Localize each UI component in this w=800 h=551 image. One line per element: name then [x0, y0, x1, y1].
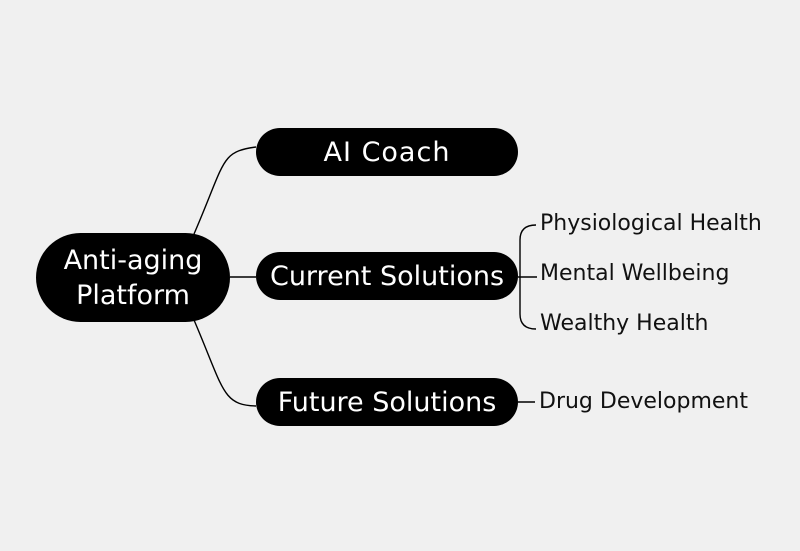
leaf-node-mental-wellbeing[interactable]: Mental Wellbeing [540, 261, 730, 286]
root-node-label: Anti-aging Platform [63, 244, 203, 311]
branch-label-current-solutions: Current Solutions [269, 260, 505, 292]
connector-root-future-solutions [193, 319, 257, 407]
leaf-node-wealthy-health[interactable]: Wealthy Health [540, 311, 709, 336]
branch-node-future-solutions[interactable]: Future Solutions [256, 378, 518, 426]
branch-node-current-solutions[interactable]: Current Solutions [256, 252, 518, 300]
branch-node-ai-coach[interactable]: AI Coach [256, 128, 518, 176]
connector-root-ai-coach [193, 146, 257, 235]
branch-label-ai-coach: AI Coach [323, 136, 451, 168]
leaf-node-drug-development[interactable]: Drug Development [539, 389, 748, 414]
leaf-node-physiological-health[interactable]: Physiological Health [540, 211, 762, 236]
branch-label-future-solutions: Future Solutions [277, 386, 497, 418]
root-node-anti-aging-platform[interactable]: Anti-aging Platform [36, 233, 230, 322]
